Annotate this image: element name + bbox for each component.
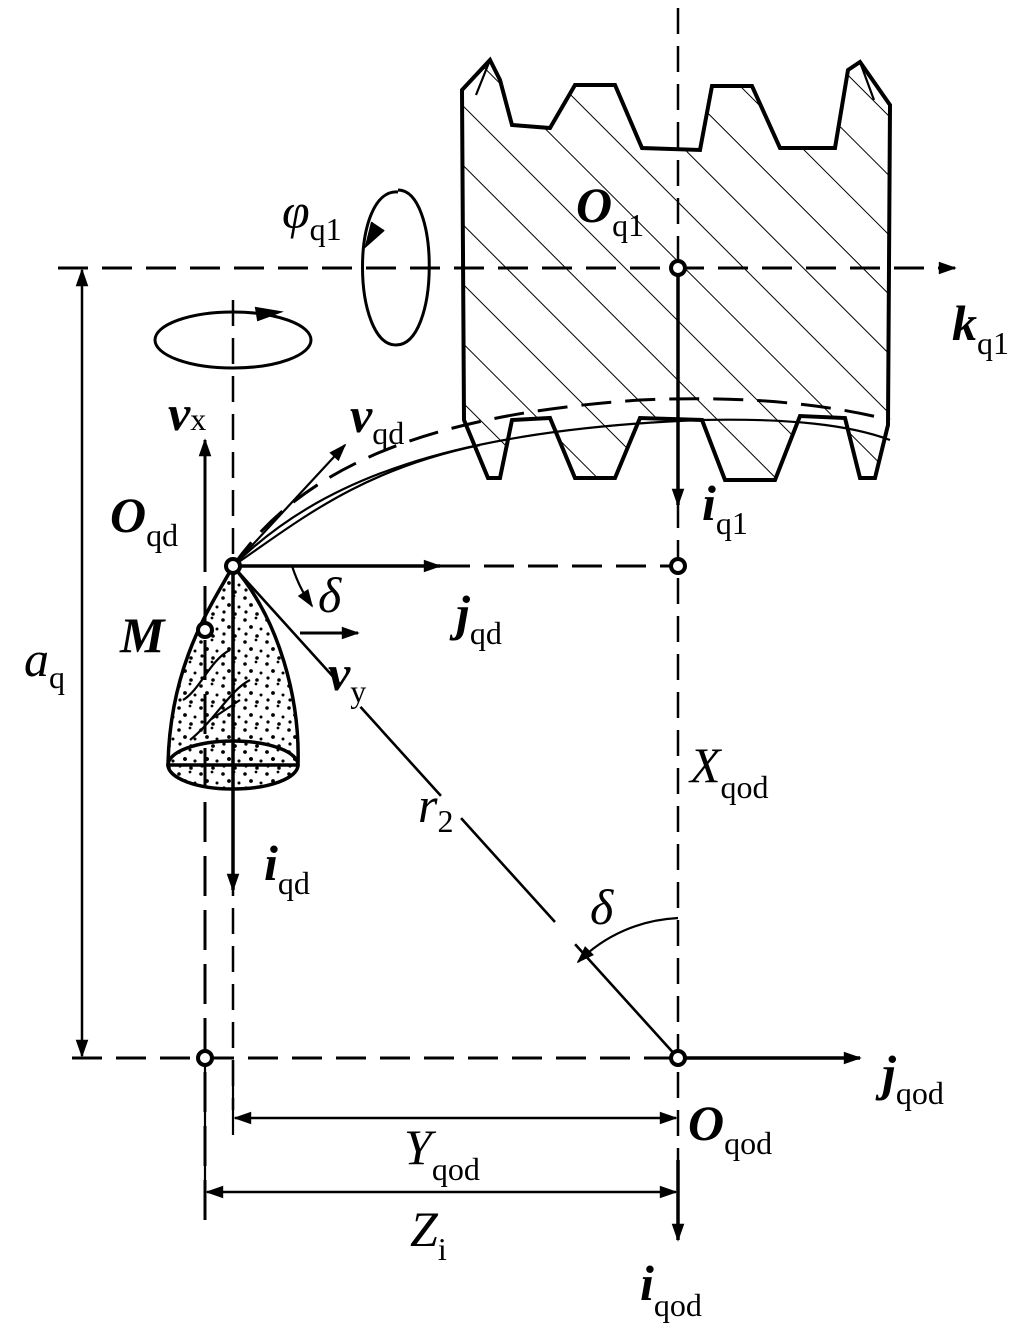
- point-j-qd-end: [669, 557, 687, 575]
- points: [196, 259, 687, 1067]
- label-a-q: aq: [24, 631, 65, 695]
- grinder-rotation-arrow: [153, 310, 313, 370]
- label-delta-top: δ: [318, 567, 342, 623]
- label-i-q1: iq1: [702, 475, 748, 541]
- rotation-symbols: [153, 188, 431, 370]
- label-r-2: r2: [418, 777, 453, 839]
- label-M: M: [119, 607, 166, 663]
- label-i-qd: iqd: [264, 835, 310, 901]
- point-aq-bottom: [196, 1049, 214, 1067]
- label-i-qod: iqod: [640, 1255, 702, 1323]
- point-M: [196, 621, 214, 639]
- label-delta-bottom: δ: [590, 879, 614, 935]
- point-O-qod: [669, 1049, 687, 1067]
- grinding-wheel: [166, 562, 300, 791]
- motion-curves: [231, 397, 891, 567]
- label-O-q1: Oq1: [576, 177, 644, 243]
- label-O-qd: Oqd: [110, 487, 178, 553]
- label-Z-i: Zi: [410, 1201, 447, 1267]
- point-O-q1: [669, 259, 687, 277]
- r2-line: [232, 565, 679, 1059]
- point-O-qd: [224, 557, 242, 575]
- label-X-qod: Xqod: [688, 737, 769, 805]
- labels: φq1 Oq1 kq1 vx vqd Oqd iq1 δ jqd M vy aq…: [24, 177, 1009, 1323]
- label-k-q1: kq1: [952, 295, 1009, 361]
- label-Y-qod: Yqod: [404, 1119, 480, 1187]
- label-v-y: vy: [328, 645, 366, 709]
- label-j-qd: jqd: [449, 585, 502, 651]
- axis-lines: [58, 8, 957, 1242]
- label-phi-q1: φq1: [282, 183, 342, 247]
- label-j-qod: jqod: [875, 1045, 944, 1111]
- dimensions: [75, 268, 678, 1220]
- label-O-qod: Oqod: [688, 1095, 772, 1161]
- label-v-qd: vqd: [350, 387, 404, 451]
- label-v-x: vx: [168, 385, 206, 441]
- angle-arcs: [290, 565, 679, 964]
- v-qd-arrow: [232, 443, 347, 567]
- gear-rotation-arrow: [361, 188, 431, 347]
